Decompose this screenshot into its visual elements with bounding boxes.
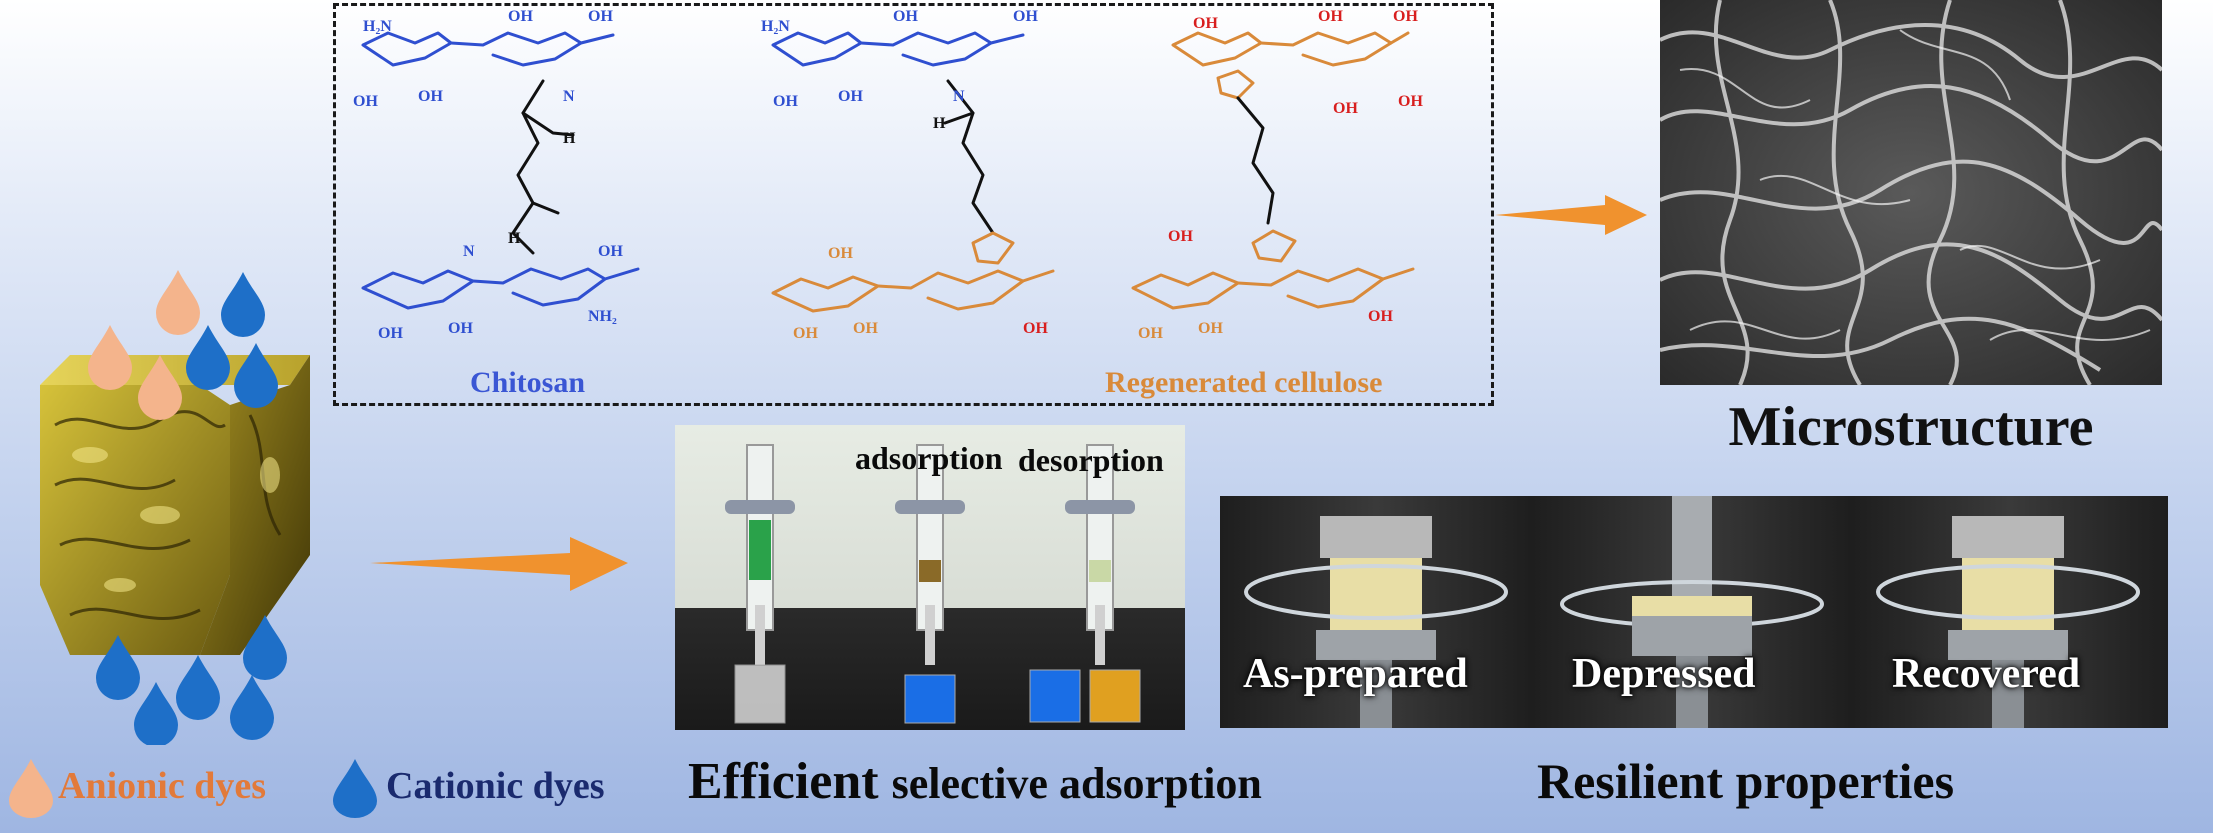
adsorption-label: adsorption xyxy=(855,440,1003,476)
svg-text:OH: OH xyxy=(853,320,878,337)
svg-text:OH: OH xyxy=(1023,320,1048,337)
scheme-frame xyxy=(333,3,1494,406)
svg-text:N: N xyxy=(463,243,475,260)
cellulose-ring-bottom-right xyxy=(1131,229,1415,310)
dye-droplets xyxy=(88,270,287,745)
chitosan-label: Chitosan xyxy=(470,366,586,399)
svg-text:H: H xyxy=(933,115,946,132)
chemical-structures: H₂N OH OH OH OH N H H N OH OH OH NH₂ H₂N… xyxy=(353,8,1423,342)
cationic-drops xyxy=(96,272,287,745)
svg-text:OH: OH xyxy=(448,320,473,337)
label-as-prepared: As-prepared xyxy=(1243,651,1468,697)
desorption-label: desorption xyxy=(1018,442,1164,478)
svg-text:OH: OH xyxy=(838,88,863,105)
svg-text:OH: OH xyxy=(598,243,623,260)
arrow-to-microstructure xyxy=(1495,195,1647,235)
glutaraldehyde-linker-left xyxy=(511,79,575,255)
cellulose-ring-bottom-middle xyxy=(771,231,1055,313)
arrow-to-adsorption xyxy=(370,537,628,591)
column-photo-adsorption xyxy=(845,425,1015,730)
svg-text:OH: OH xyxy=(378,325,403,342)
svg-text:OH: OH xyxy=(1368,308,1393,325)
svg-text:OH: OH xyxy=(1013,8,1038,25)
chitosan-ring-bottom-left xyxy=(361,267,640,310)
svg-text:NH₂: NH₂ xyxy=(588,308,617,325)
svg-text:OH: OH xyxy=(1398,93,1423,110)
svg-text:H₂N: H₂N xyxy=(761,18,790,35)
glutaraldehyde-linker-middle xyxy=(943,79,995,235)
column-photo-desorption xyxy=(1015,425,1185,730)
svg-text:OH: OH xyxy=(418,88,443,105)
svg-text:OH: OH xyxy=(1333,100,1358,117)
sem-texture xyxy=(1660,0,2162,385)
resilience-title: Resilient properties xyxy=(1537,753,1955,809)
label-depressed: Depressed xyxy=(1572,651,1756,697)
svg-text:OH: OH xyxy=(1198,320,1223,337)
svg-text:N: N xyxy=(563,88,575,105)
svg-text:OH: OH xyxy=(1318,8,1343,25)
svg-text:OH: OH xyxy=(893,8,918,25)
svg-text:OH: OH xyxy=(588,8,613,25)
microstructure-title: Microstructure xyxy=(1728,396,2094,458)
legend-cationic: Cationic dyes xyxy=(386,765,605,807)
svg-text:OH: OH xyxy=(1138,325,1163,342)
svg-text:H: H xyxy=(508,230,521,247)
svg-text:OH: OH xyxy=(793,325,818,342)
sem-image xyxy=(1660,0,2162,385)
svg-text:OH: OH xyxy=(1168,228,1193,245)
cube-side-face xyxy=(200,355,310,655)
column-photo-initial xyxy=(675,425,845,730)
cationic-drop-icon xyxy=(333,759,377,818)
svg-text:OH: OH xyxy=(828,245,853,262)
adsorption-title: Efficient selective adsorption xyxy=(688,753,1262,810)
svg-text:OH: OH xyxy=(1393,8,1418,25)
compression-photo-as-prepared xyxy=(1220,496,1532,728)
chitosan-ring-top-left xyxy=(361,31,615,67)
svg-text:N: N xyxy=(953,88,965,105)
svg-text:H: H xyxy=(563,130,576,147)
compression-photo-depressed xyxy=(1532,496,1852,728)
svg-text:OH: OH xyxy=(1193,15,1218,32)
cellulose-label: Regenerated cellulose xyxy=(1105,366,1383,399)
compression-photo-recovered xyxy=(1852,496,2168,728)
anionic-drop-icon xyxy=(9,759,53,818)
svg-text:OH: OH xyxy=(773,93,798,110)
svg-text:OH: OH xyxy=(353,93,378,110)
legend-anionic: Anionic dyes xyxy=(58,765,266,807)
glutaraldehyde-linker-right xyxy=(1236,96,1275,225)
svg-text:OH: OH xyxy=(508,8,533,25)
atom-label: H₂N xyxy=(363,18,392,35)
label-recovered: Recovered xyxy=(1892,651,2081,697)
cellulose-ring-top-right xyxy=(1171,31,1410,100)
chitosan-ring-top-middle xyxy=(771,31,1025,67)
anionic-drops xyxy=(88,270,200,420)
